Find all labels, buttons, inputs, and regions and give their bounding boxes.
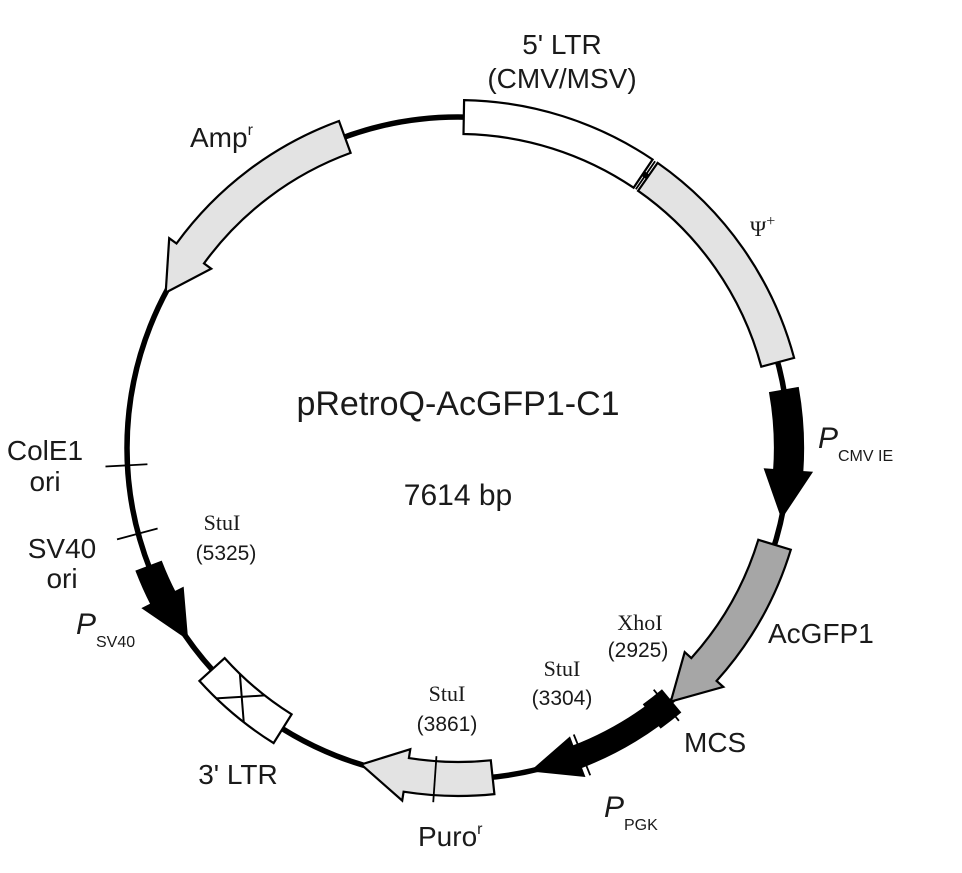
site-stui-3861-enzyme: StuI bbox=[429, 681, 466, 706]
ltr3-shape bbox=[197, 656, 294, 745]
acgfp1-shape bbox=[669, 538, 793, 704]
ltr5-shape bbox=[462, 98, 655, 190]
site-stui-3304-position: (3304) bbox=[532, 687, 593, 710]
feature-layer bbox=[135, 98, 814, 803]
site-stui-3861-tick bbox=[432, 756, 438, 803]
site-xhoi-enzyme: XhoI bbox=[617, 610, 662, 635]
psi-label: Ψ+ bbox=[750, 213, 775, 241]
puro-shape bbox=[359, 747, 496, 803]
mcs-label: MCS bbox=[684, 727, 746, 758]
psv40-label: P bbox=[76, 608, 96, 641]
site-xhoi-tick bbox=[653, 689, 680, 722]
pcmv-shape bbox=[763, 386, 814, 520]
ltr5-label: 5' LTR bbox=[522, 29, 602, 60]
plasmid-name: pRetroQ-AcGFP1-C1 bbox=[296, 385, 619, 423]
cole1-label: ColE1 bbox=[7, 435, 83, 466]
ltr3-cross-mark bbox=[216, 673, 265, 723]
site-stui-3304-enzyme: StuI bbox=[544, 656, 581, 681]
mcs-shape bbox=[642, 689, 682, 729]
ltr5-psi-junction-tick bbox=[635, 160, 656, 190]
site-stui-3861-position: (3861) bbox=[417, 713, 478, 736]
site-stui-5325-position: (5325) bbox=[196, 542, 257, 565]
site-labels: XhoI (2925) StuI (3304) StuI (3861) StuI… bbox=[196, 510, 669, 736]
ltr3-label: 3' LTR bbox=[198, 759, 278, 790]
ppgk-shape bbox=[529, 705, 661, 777]
pcmv-label: P bbox=[818, 422, 838, 455]
acgfp1-label: AcGFP1 bbox=[768, 618, 874, 649]
psv40-shape bbox=[135, 560, 189, 641]
plasmid-size: 7614 bp bbox=[404, 479, 512, 512]
site-xhoi-position: (2925) bbox=[608, 639, 669, 662]
sv40ori-label-line2: ori bbox=[46, 563, 77, 594]
site-stui-5325-enzyme: StuI bbox=[204, 510, 241, 535]
ppgk-sublabel: PGK bbox=[624, 817, 658, 834]
feature-labels: 5' LTR (CMV/MSV) Ψ+ P CMV IE AcGFP1 MCS … bbox=[7, 29, 893, 852]
site-stui-3304-tick bbox=[572, 734, 592, 776]
ppgk-label: P bbox=[604, 791, 624, 824]
pcmv-sublabel: CMV IE bbox=[838, 448, 893, 465]
site-stui-5325-tick bbox=[116, 527, 158, 541]
psv40-sublabel: SV40 bbox=[96, 634, 135, 651]
amp-shape bbox=[164, 119, 353, 295]
sv40ori-label: SV40 bbox=[28, 533, 97, 564]
site-tick-layer bbox=[105, 160, 680, 803]
ltr5-label-line2: (CMV/MSV) bbox=[487, 63, 636, 94]
amp-label: Ampr bbox=[190, 122, 254, 153]
cole1-ori-tick bbox=[105, 463, 148, 468]
cole1-label-line2: ori bbox=[29, 466, 60, 497]
psi-shape bbox=[636, 161, 796, 369]
puro-label: Puror bbox=[418, 821, 483, 852]
